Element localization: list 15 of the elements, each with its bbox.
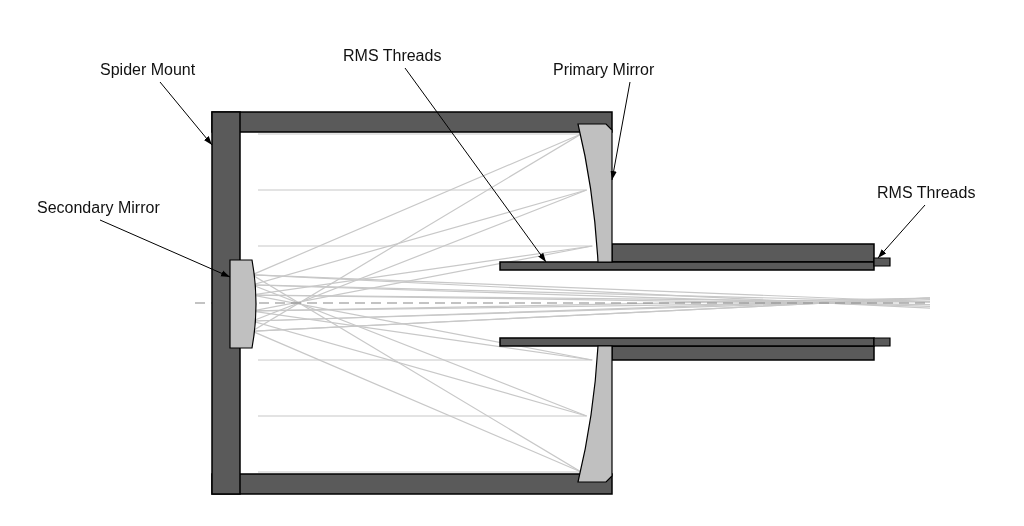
leader-line: [99, 219, 231, 278]
part-label: Secondary Mirror: [37, 198, 160, 218]
thread-notch: [873, 257, 891, 347]
leader-line: [404, 67, 547, 263]
leader-line: [159, 81, 213, 146]
leader-line: [877, 204, 926, 259]
inner-tube: [499, 261, 875, 347]
part-label: Spider Mount: [100, 60, 196, 80]
secondary-mirror: [229, 259, 257, 349]
part-label: RMS Threads: [343, 46, 442, 66]
spider-mount-plate: [211, 111, 241, 495]
part-label: RMS Threads: [877, 183, 976, 203]
leader-line: [610, 81, 631, 181]
part-label: Primary Mirror: [553, 60, 655, 80]
primary-mirror: [577, 123, 613, 483]
